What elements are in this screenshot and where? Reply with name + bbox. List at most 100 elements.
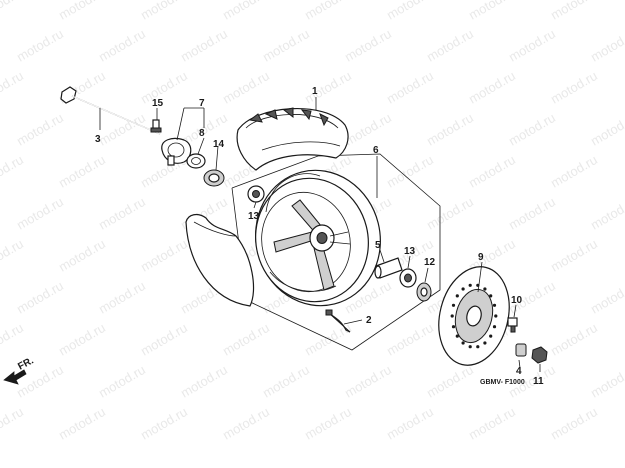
callout-11: 11 bbox=[533, 376, 544, 387]
callout-9: 9 bbox=[478, 252, 484, 263]
watermark-text: motod.ru bbox=[138, 404, 190, 443]
dust-seal bbox=[416, 282, 432, 302]
watermark-text: motod.ru bbox=[14, 278, 66, 317]
disc-vent-hole bbox=[489, 334, 493, 338]
watermark-text: motod.ru bbox=[0, 152, 26, 191]
watermark-text: motod.ru bbox=[0, 320, 26, 359]
callout-4: 4 bbox=[516, 366, 522, 377]
watermark-text: motod.ru bbox=[178, 26, 230, 65]
watermark-text: motod.ru bbox=[96, 362, 148, 401]
watermark-text: motod.ru bbox=[56, 236, 108, 275]
disc-vent-hole bbox=[468, 345, 472, 349]
watermark-text: motod.ru bbox=[220, 404, 272, 443]
disc-bolt bbox=[507, 317, 518, 333]
disc-vent-hole bbox=[450, 314, 454, 318]
watermark-text: motod.ru bbox=[424, 110, 476, 149]
watermark-text: motod.ru bbox=[56, 404, 108, 443]
watermark-text: motod.ru bbox=[342, 26, 394, 65]
disc-vent-hole bbox=[494, 314, 498, 318]
callout-15: 15 bbox=[152, 98, 164, 109]
watermark-text: motod.ru bbox=[342, 110, 394, 149]
watermark-text: motod.ru bbox=[0, 404, 26, 443]
callout-7: 7 bbox=[199, 98, 205, 109]
disc-vent-hole bbox=[461, 341, 465, 345]
disc-vent-hole bbox=[492, 303, 497, 307]
watermark-text: motod.ru bbox=[0, 0, 26, 23]
tire bbox=[236, 107, 349, 171]
axle-sleeve bbox=[515, 343, 527, 357]
watermark-text: motod.ru bbox=[588, 278, 625, 317]
disc-vent-holes bbox=[450, 283, 498, 349]
watermark-text: motod.ru bbox=[260, 26, 312, 65]
brake-disc bbox=[438, 266, 510, 366]
watermark-text: motod.ru bbox=[588, 26, 625, 65]
disc-vent-hole bbox=[451, 303, 456, 307]
axle-bolt bbox=[60, 86, 161, 135]
callout-12: 12 bbox=[424, 257, 436, 268]
watermark-text: motod.ru bbox=[466, 404, 518, 443]
watermark-text: motod.ru bbox=[466, 152, 518, 191]
speedometer-gearbox bbox=[161, 137, 192, 166]
distance-collar bbox=[374, 257, 403, 279]
watermark-text: motod.ru bbox=[302, 0, 354, 23]
watermark-text: motod.ru bbox=[466, 68, 518, 107]
watermark-text: motod.ru bbox=[0, 236, 26, 275]
watermark-text: motod.ru bbox=[506, 194, 558, 233]
watermark-text: motod.ru bbox=[548, 152, 600, 191]
bearing-right bbox=[399, 268, 417, 288]
watermark-text: motod.ru bbox=[96, 26, 148, 65]
watermark-text: motod.ru bbox=[0, 68, 26, 107]
watermark-text: motod.ru bbox=[384, 320, 436, 359]
watermark-text: motod.ru bbox=[384, 68, 436, 107]
callout-13-left: 13 bbox=[248, 211, 260, 222]
watermark-text: motod.ru bbox=[302, 404, 354, 443]
watermark-text: motod.ru bbox=[220, 0, 272, 23]
callout-5: 5 bbox=[375, 240, 381, 251]
callout-6: 6 bbox=[373, 145, 379, 156]
watermark-text: motod.ru bbox=[384, 404, 436, 443]
watermark-text: motod.ru bbox=[138, 236, 190, 275]
disc-vent-hole bbox=[483, 287, 487, 291]
watermark-text: motod.ru bbox=[220, 320, 272, 359]
watermark-text: motod.ru bbox=[14, 26, 66, 65]
front-label: FR. bbox=[16, 355, 36, 372]
watermark-text: motod.ru bbox=[138, 320, 190, 359]
disc-vent-hole bbox=[455, 294, 459, 298]
watermark-text: motod.ru bbox=[96, 110, 148, 149]
bolt-15 bbox=[150, 119, 162, 133]
watermark-text: motod.ru bbox=[548, 404, 600, 443]
watermark-text: motod.ru bbox=[342, 362, 394, 401]
front-arrow-icon bbox=[3, 369, 27, 385]
callout-14: 14 bbox=[213, 139, 225, 150]
watermark-text: motod.ru bbox=[56, 320, 108, 359]
watermark-text: motod.ru bbox=[56, 0, 108, 23]
callout-3: 3 bbox=[95, 134, 101, 145]
wheel-rim bbox=[255, 169, 381, 307]
fender bbox=[185, 213, 255, 307]
axle-nut bbox=[531, 346, 548, 364]
watermark-text: motod.ru bbox=[548, 320, 600, 359]
disc-vent-hole bbox=[455, 334, 459, 338]
watermark-text: motod.ru bbox=[588, 110, 625, 149]
watermark-text: motod.ru bbox=[14, 194, 66, 233]
callout-2: 2 bbox=[366, 315, 372, 326]
watermark-text: motod.ru bbox=[56, 152, 108, 191]
watermark-text: motod.ru bbox=[96, 194, 148, 233]
watermark-text: motod.ru bbox=[138, 68, 190, 107]
watermark-text: motod.ru bbox=[506, 26, 558, 65]
leader-lines bbox=[99, 97, 541, 372]
callout-13-right: 13 bbox=[404, 246, 416, 257]
seal-8 bbox=[186, 153, 206, 169]
watermark-text: motod.ru bbox=[506, 110, 558, 149]
watermark-text: motod.ru bbox=[220, 68, 272, 107]
watermark-text: motod.ru bbox=[588, 362, 625, 401]
watermark-text: motod.ru bbox=[138, 0, 190, 23]
watermark-text: motod.ru bbox=[548, 68, 600, 107]
drawing-code: GBMV- F1000 bbox=[480, 379, 525, 386]
watermark-text: motod.ru bbox=[96, 278, 148, 317]
watermark-text: motod.ru bbox=[260, 362, 312, 401]
watermark-text: motod.ru bbox=[178, 362, 230, 401]
disc-vent-hole bbox=[451, 325, 456, 329]
bearing-left bbox=[247, 185, 265, 203]
